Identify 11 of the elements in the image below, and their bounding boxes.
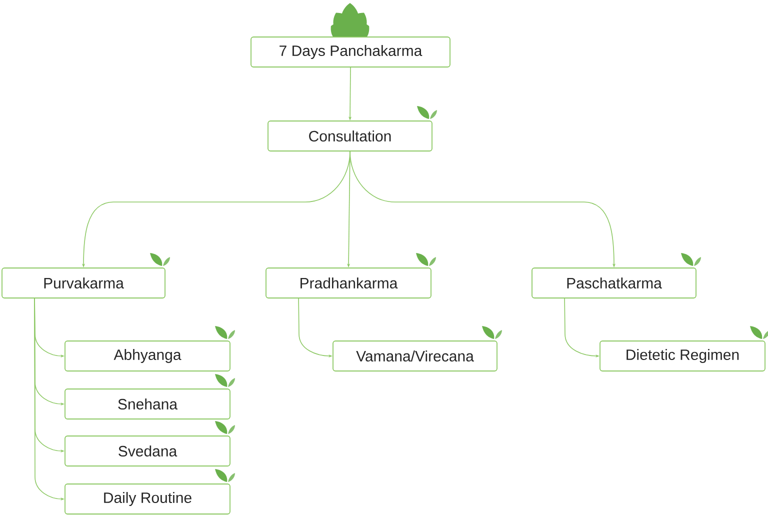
process-box: Vamana/Virecana [332,340,498,372]
process-box: Svedana [64,436,230,466]
process-box: Abhyanga [64,340,230,372]
process-box: Pradhankarma [266,268,432,298]
process-box: Dietetic Regimen [600,340,766,372]
process-box: Snehana [64,388,230,420]
process-box: 7 Days Panchakarma [250,36,450,68]
process-box: Purvakarma [2,268,166,298]
process-box: Consultation [268,120,432,152]
process-box: Daily Routine [64,484,230,514]
process-box: Paschatkarma [532,268,696,298]
